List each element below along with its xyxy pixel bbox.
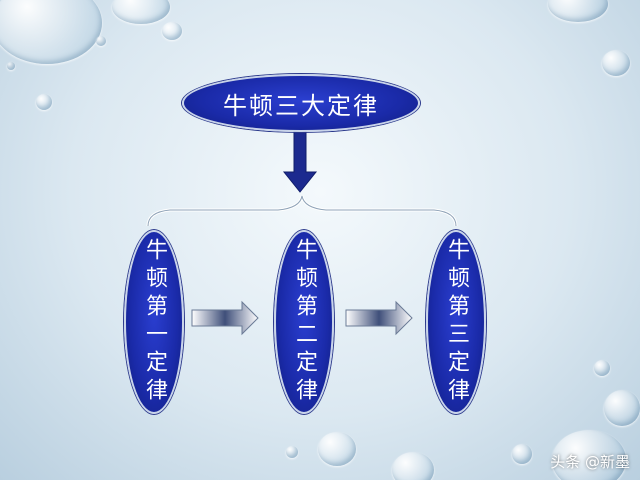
node-label: 牛顿第二定律 bbox=[292, 238, 317, 406]
water-drop bbox=[318, 432, 356, 466]
water-drop bbox=[286, 446, 298, 458]
water-drop bbox=[512, 444, 532, 464]
arrow-second-to-third bbox=[345, 300, 413, 336]
grouping-brace-shadow bbox=[147, 195, 457, 227]
water-drop bbox=[7, 62, 15, 70]
arrow-first-to-second bbox=[191, 300, 259, 336]
water-drop bbox=[552, 430, 626, 480]
root-node-label: 牛顿三大定律 bbox=[223, 91, 379, 120]
watermark: 头条 @新墨 bbox=[550, 453, 630, 471]
node-label: 牛顿第一定律 bbox=[142, 238, 167, 406]
water-drop bbox=[602, 50, 630, 76]
node-newton-second-law: 牛顿第二定律 bbox=[274, 230, 334, 414]
node-newton-third-law: 牛顿第三定律 bbox=[426, 230, 486, 414]
water-drop bbox=[392, 452, 434, 480]
water-drop bbox=[548, 0, 608, 22]
water-drop bbox=[162, 22, 182, 40]
down-arrow bbox=[282, 127, 318, 193]
water-drop bbox=[96, 36, 106, 46]
grouping-brace bbox=[146, 195, 458, 227]
water-drop bbox=[604, 390, 640, 426]
water-drop bbox=[594, 360, 610, 376]
water-drop bbox=[36, 94, 52, 110]
node-newton-first-law: 牛顿第一定律 bbox=[124, 230, 184, 414]
node-label: 牛顿第三定律 bbox=[444, 238, 469, 406]
root-node-newtons-three-laws: 牛顿三大定律 bbox=[182, 74, 420, 132]
